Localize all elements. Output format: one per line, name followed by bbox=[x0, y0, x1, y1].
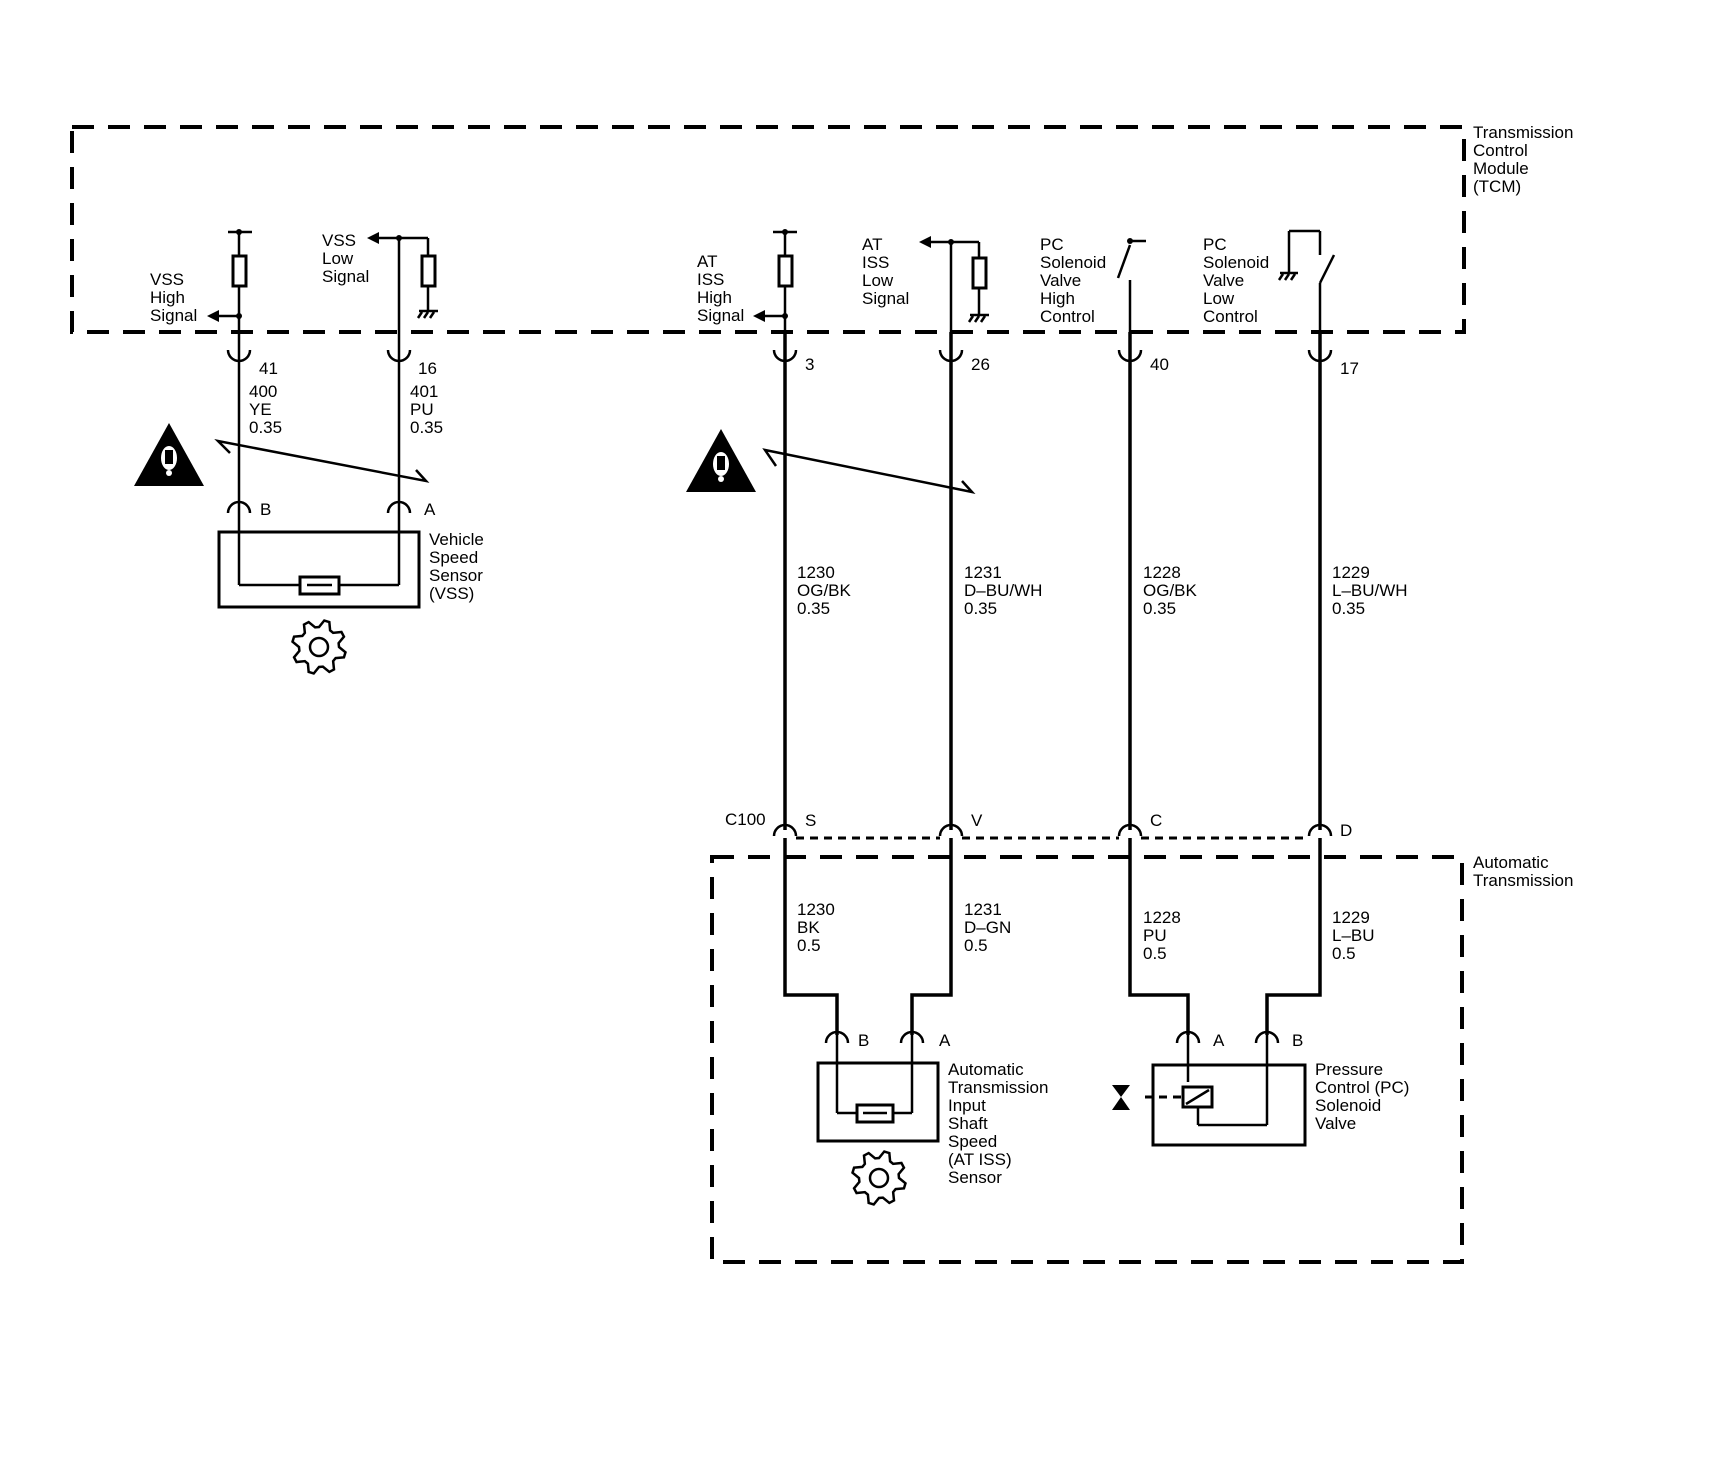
warning-icon bbox=[686, 429, 756, 492]
wire-1230-lower-label: 1230 BK 0.5 bbox=[797, 900, 840, 955]
wire-1229-upper-label: 1229 L–BU/WH 0.35 bbox=[1332, 563, 1412, 618]
warning-icon bbox=[134, 423, 204, 486]
ground-icon bbox=[1277, 271, 1298, 281]
gear-hub bbox=[308, 636, 330, 658]
at-iss-sensor bbox=[816, 1030, 940, 1143]
ground-icon bbox=[967, 313, 989, 323]
wire-1231-lower-label: 1231 D–GN 0.5 bbox=[964, 900, 1016, 955]
at-iss-low-signal-label: AT ISS Low Signal bbox=[862, 235, 909, 308]
transmission-module-label: Automatic Transmission bbox=[1473, 853, 1573, 890]
gear-outline bbox=[291, 619, 347, 675]
gear-outline bbox=[851, 1150, 907, 1206]
twisted-pair-marker bbox=[762, 448, 976, 494]
pc-solenoid-valve bbox=[1112, 1030, 1307, 1147]
vss-high-internal bbox=[207, 229, 252, 322]
wire-1228-lower bbox=[1128, 838, 1190, 1035]
at-iss-low-internal bbox=[919, 236, 989, 332]
c100-pin-s: S bbox=[805, 811, 816, 830]
at-iss-high-signal-label: AT ISS High Signal bbox=[697, 252, 744, 325]
pc-solenoid-label: Pressure Control (PC) Solenoid Valve bbox=[1315, 1060, 1414, 1133]
connector-c100-label: C100 bbox=[725, 810, 766, 829]
pc-pin-b: B bbox=[1292, 1031, 1303, 1050]
wire-1228-upper-label: 1228 OG/BK 0.35 bbox=[1143, 563, 1202, 618]
arrow-icon bbox=[207, 310, 219, 322]
resistor-icon bbox=[420, 254, 437, 288]
vehicle-speed-sensor bbox=[217, 500, 421, 609]
resistor-icon bbox=[231, 254, 248, 288]
valve-icon bbox=[1112, 1085, 1130, 1097]
twisted-pair-marker bbox=[214, 439, 430, 483]
resistor-icon bbox=[298, 575, 341, 596]
vss-pin-a: A bbox=[424, 500, 436, 519]
vss-pin-b: B bbox=[260, 500, 271, 519]
pin-17-label: 17 bbox=[1340, 359, 1359, 378]
gear-icon bbox=[851, 1150, 907, 1206]
gear-hub bbox=[868, 1167, 890, 1189]
c100-pin-d: D bbox=[1340, 821, 1352, 840]
ground-icon bbox=[416, 309, 438, 319]
tcm-module-outline bbox=[70, 125, 1466, 334]
resistor-icon bbox=[777, 254, 794, 288]
tcm-module-label: Transmission Control Module (TCM) bbox=[1473, 123, 1578, 196]
wire-1231-lower bbox=[910, 838, 953, 1035]
pin-41-label: 41 bbox=[259, 359, 278, 378]
pc-low-control-label: PC Solenoid Valve Low Control bbox=[1203, 235, 1274, 326]
arrow-icon bbox=[919, 236, 931, 248]
resistor-icon bbox=[971, 256, 988, 290]
vss-low-signal-label: VSS Low Signal bbox=[322, 231, 369, 286]
wire-1231-upper-label: 1231 D–BU/WH 0.35 bbox=[964, 563, 1047, 618]
arrow-icon bbox=[367, 232, 379, 244]
wire-1229-lower-label: 1229 L–BU 0.5 bbox=[1332, 908, 1379, 963]
wire-1228-lower-label: 1228 PU 0.5 bbox=[1143, 908, 1186, 963]
wire-1230-lower bbox=[783, 838, 839, 1035]
resistor-icon bbox=[855, 1103, 895, 1124]
connector-c100 bbox=[772, 823, 1333, 840]
c100-pin-c: C bbox=[1150, 811, 1162, 830]
pc-pin-a: A bbox=[1213, 1031, 1225, 1050]
wire-1230-upper-label: 1230 OG/BK 0.35 bbox=[797, 563, 856, 618]
pc-high-switch bbox=[1116, 238, 1146, 332]
c100-pin-v: V bbox=[971, 811, 983, 830]
at-iss-sensor-label: Automatic Transmission Input Shaft Speed… bbox=[948, 1060, 1053, 1187]
vss-low-internal bbox=[367, 232, 438, 332]
iss-pin-b: B bbox=[858, 1031, 869, 1050]
iss-pin-a: A bbox=[939, 1031, 951, 1050]
vss-high-signal-label: VSS High Signal bbox=[150, 270, 197, 325]
pin-26-label: 26 bbox=[971, 355, 990, 374]
pin-16-label: 16 bbox=[418, 359, 437, 378]
pc-high-control-label: PC Solenoid Valve High Control bbox=[1040, 235, 1111, 326]
at-iss-high-internal bbox=[753, 229, 797, 322]
wire-401-label: 401 PU 0.35 bbox=[410, 382, 443, 437]
solenoid-icon bbox=[1181, 1085, 1214, 1109]
pin-3-label: 3 bbox=[805, 355, 814, 374]
gear-icon bbox=[291, 619, 347, 675]
wire-400-label: 400 YE 0.35 bbox=[249, 382, 282, 437]
arrow-icon bbox=[753, 310, 765, 322]
wire-1229-lower bbox=[1265, 838, 1322, 1035]
pin-40-label: 40 bbox=[1150, 355, 1169, 374]
vss-sensor-label: Vehicle Speed Sensor (VSS) bbox=[429, 530, 489, 603]
pc-low-switch bbox=[1277, 229, 1336, 332]
transmission-module-outline bbox=[710, 855, 1464, 1264]
